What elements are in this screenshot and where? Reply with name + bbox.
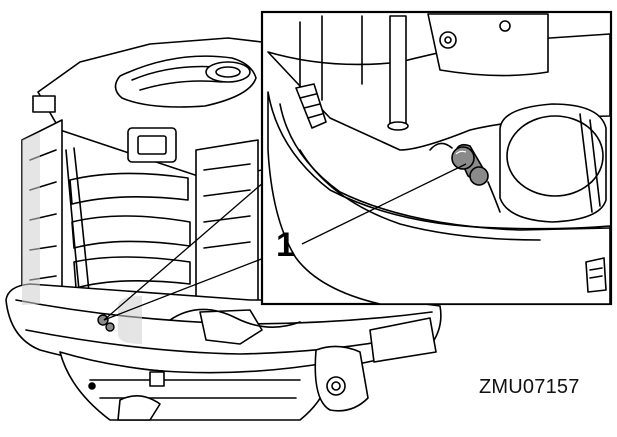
inset-leader-lines — [103, 181, 265, 321]
inset-filter-face — [506, 115, 604, 197]
exhaust-port — [117, 395, 161, 421]
figure-code-label: ZMU07157 — [479, 376, 580, 398]
inset-vertical-parts — [299, 15, 363, 101]
inset-filter-ridges — [579, 113, 601, 213]
sensor-plug-small — [97, 314, 115, 332]
inset-plate-hole-2 — [499, 20, 511, 32]
fuel-line — [169, 308, 301, 328]
inset-cowling-edge-2 — [299, 149, 541, 241]
callout-number-1: 1 — [276, 226, 295, 264]
drain-bolt — [88, 382, 96, 390]
inset-drawing — [267, 13, 611, 305]
intake-tube-3 — [73, 256, 191, 289]
inset-rod — [389, 15, 407, 127]
intake-tube-2 — [71, 215, 191, 249]
intake-tube-1 — [69, 172, 189, 205]
inset-cowling-edge — [279, 103, 611, 231]
label-plate — [149, 371, 165, 387]
inset-wire — [429, 142, 453, 151]
component-lines — [203, 163, 251, 249]
inset-plate — [427, 13, 549, 77]
callout-leader-line — [301, 163, 467, 245]
harness-bundle — [65, 147, 91, 303]
bracket-top — [32, 95, 56, 113]
inset-plate-hole-1-inner — [444, 36, 452, 44]
sensor-plug-component — [451, 143, 489, 186]
inset-tab-lines — [589, 267, 603, 279]
flywheel-hub-inner — [215, 66, 241, 78]
components-under-tray — [199, 309, 263, 345]
cowling-rim-lower — [25, 329, 421, 355]
inset-wire-lower — [487, 181, 501, 213]
inset-tab — [585, 257, 607, 293]
tiller-base — [369, 317, 437, 363]
clamp-bolt-center — [331, 381, 341, 391]
engine-block-side — [29, 149, 57, 281]
inset-detail — [260, 10, 613, 306]
inset-rod-end — [387, 121, 409, 131]
carburetor-inner — [137, 135, 167, 155]
inset-hose-ribs — [299, 93, 323, 119]
